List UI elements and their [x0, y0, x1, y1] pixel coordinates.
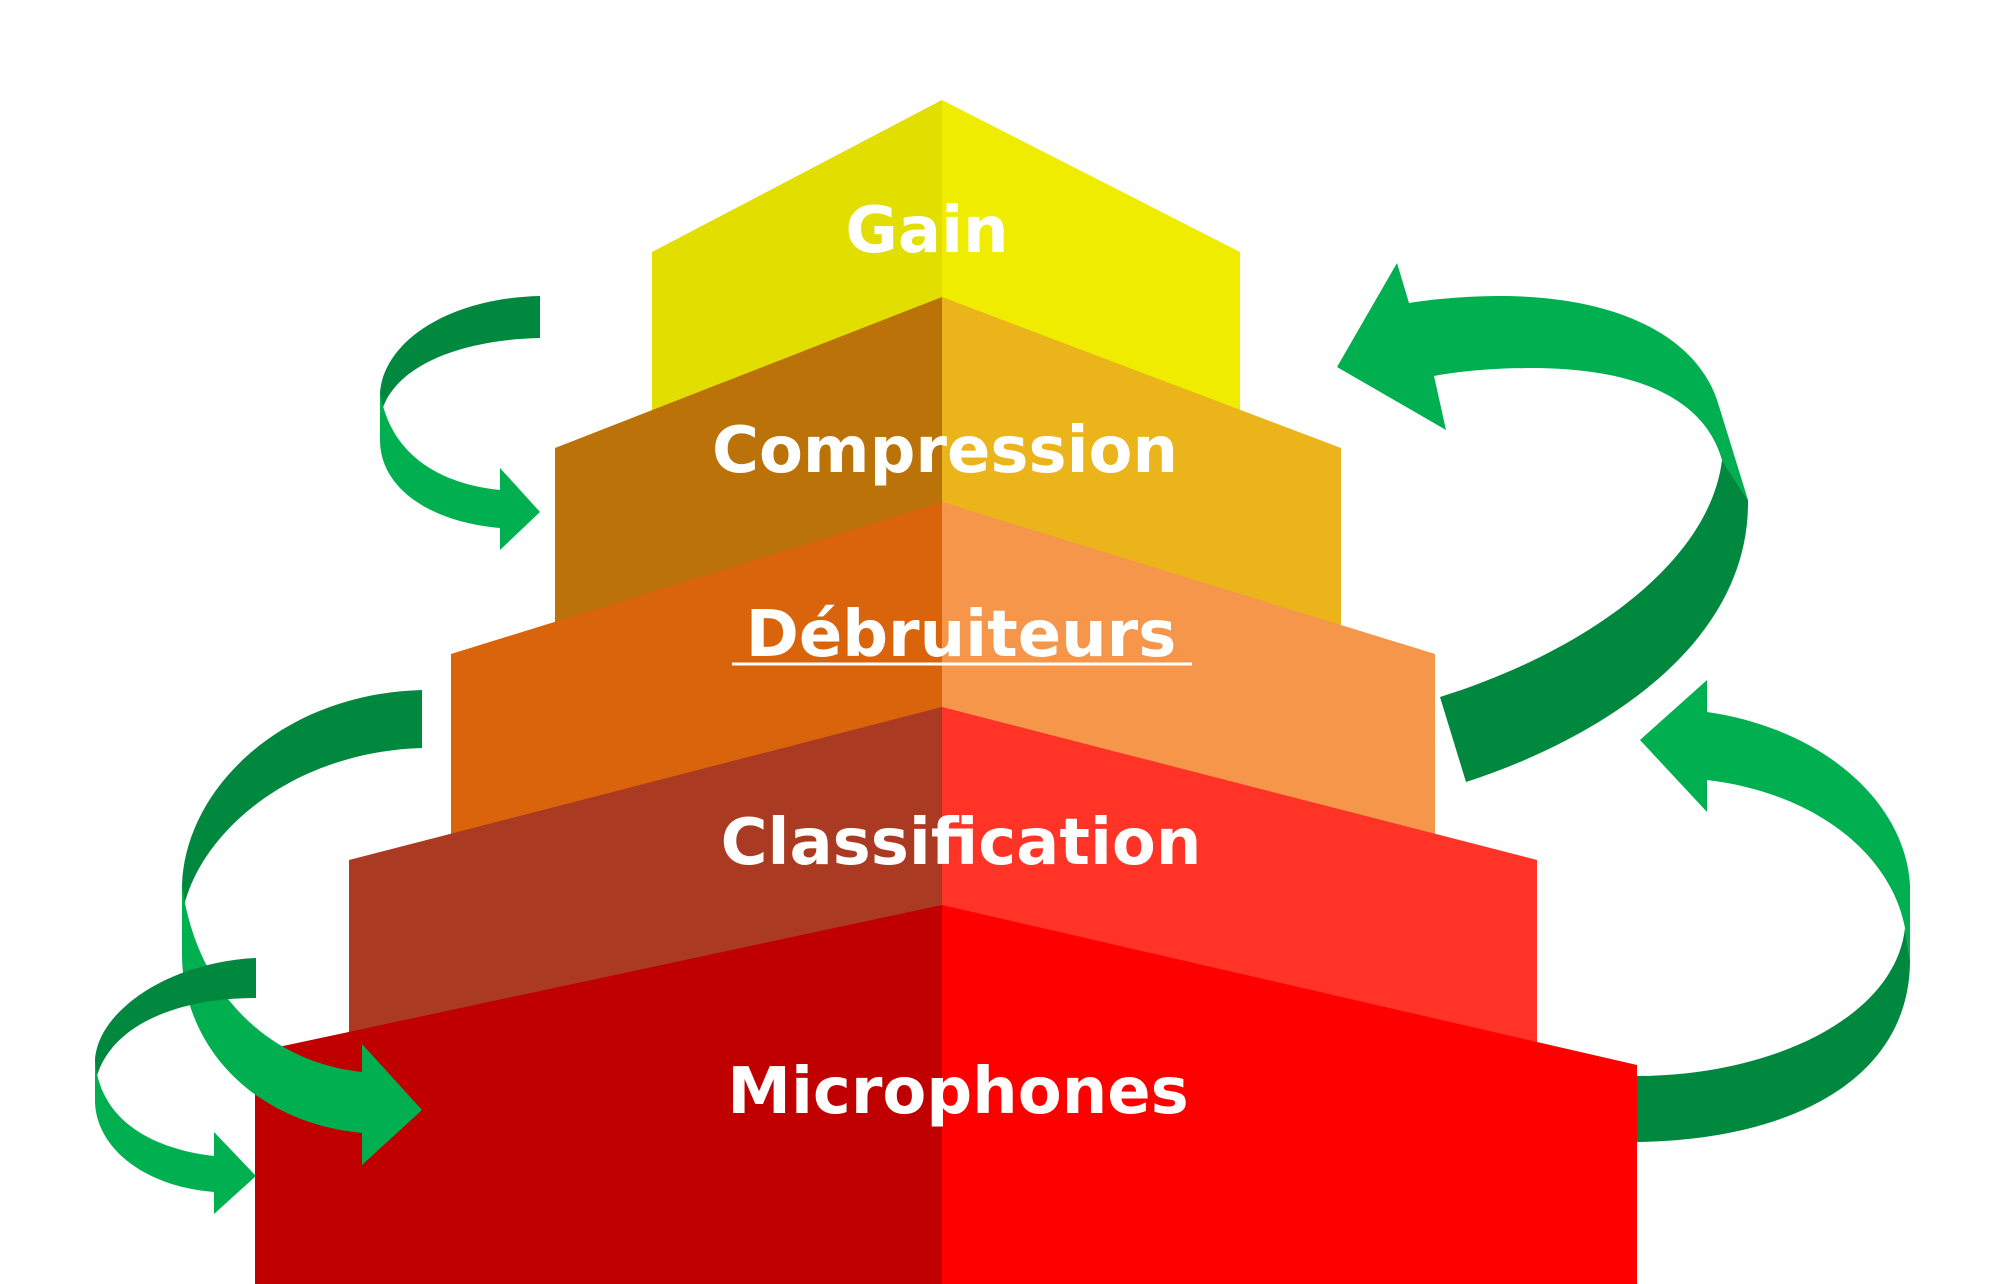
- tier-microphones: [255, 905, 1637, 1284]
- feedback-arrow-microphones-left-large: [181, 690, 422, 1165]
- tier-microphones-left-face: [255, 905, 942, 1284]
- tier-microphones-label: Microphones: [727, 1055, 1189, 1129]
- tier-microphones-right-face: [942, 905, 1637, 1284]
- tier-debruiteurs-label: Débruiteurs: [746, 598, 1177, 672]
- tier-compression-label: Compression: [712, 414, 1178, 488]
- tier-classification-label: Classification: [721, 806, 1202, 880]
- tier-gain-label: Gain: [845, 194, 1008, 268]
- feedback-arrow-microphones-left-small: [95, 958, 256, 1214]
- feedback-arrow-compression-left: [380, 296, 540, 550]
- feedback-arrow-microphones-right: [1637, 680, 1910, 1142]
- feedback-arrow-debruiteurs-right: [1337, 263, 1749, 782]
